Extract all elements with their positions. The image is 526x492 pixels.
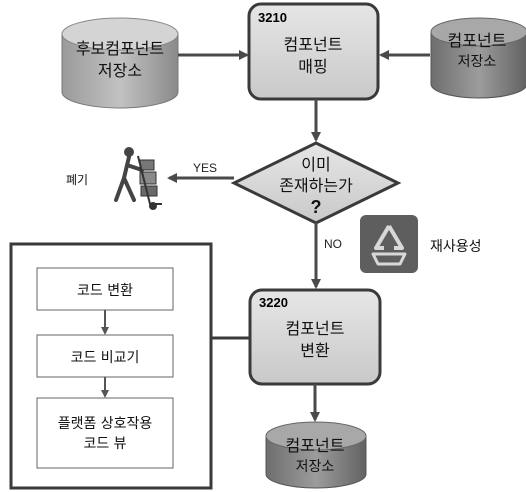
edge-no-label: NO bbox=[324, 237, 342, 251]
candidate-repository-label-2: 저장소 bbox=[98, 61, 142, 80]
exists-decision-diamond: 이미 존재하는가 ? bbox=[230, 141, 402, 225]
candidate-repository-cylinder: 후보컴포넌트 저장소 bbox=[61, 17, 179, 109]
transform-detail-panel: 코드 변환 코드 비교기 플랫폼 상호작용 코드 뷰 bbox=[9, 242, 213, 490]
component-mapping-box: 3210 컴포넌트 매핑 bbox=[247, 2, 380, 101]
component-mapping-label-2: 매핑 bbox=[298, 57, 327, 76]
component-repository-bottom-label-1: 컴포넌트 bbox=[286, 436, 345, 455]
step-platform-interaction-label-1: 플랫폼 상호작용 bbox=[58, 416, 153, 432]
component-mapping-label-1: 컴포넌트 bbox=[284, 35, 343, 54]
decision-label-2: 존재하는가 bbox=[279, 176, 353, 195]
decision-label-1: 이미 bbox=[301, 155, 330, 174]
hand-truck-icon bbox=[114, 147, 162, 210]
candidate-repository-label-1: 후보컴포넌트 bbox=[76, 39, 164, 58]
component-transform-label-1: 컴포넌트 bbox=[286, 319, 345, 338]
component-transform-id: 3220 bbox=[259, 295, 288, 310]
step-code-comparator bbox=[36, 334, 174, 378]
component-repository-top-label-1: 컴포넌트 bbox=[448, 31, 507, 50]
component-mapping-id: 3210 bbox=[258, 10, 287, 25]
step-code-transform bbox=[36, 267, 174, 311]
step-code-transform-label: 코드 변환 bbox=[77, 283, 133, 299]
reuse-label: 재사용성 bbox=[430, 239, 482, 255]
recycle-icon bbox=[360, 215, 418, 273]
edge-yes-label: YES bbox=[193, 161, 217, 175]
decision-question-mark: ? bbox=[311, 197, 322, 217]
discard-label: 폐기 bbox=[66, 173, 88, 187]
component-transform-box: 3220 컴포넌트 변환 bbox=[248, 288, 382, 386]
step-platform-interaction bbox=[36, 397, 174, 469]
component-transform-label-2: 변환 bbox=[300, 341, 330, 360]
component-repository-top-cylinder: 컴포넌트 저장소 bbox=[430, 17, 526, 99]
component-repository-bottom-cylinder: 컴포넌트 저장소 bbox=[265, 421, 367, 489]
component-repository-bottom-label-2: 저장소 bbox=[296, 459, 335, 475]
step-platform-interaction-label-2: 코드 뷰 bbox=[83, 436, 126, 452]
step-code-comparator-label: 코드 비교기 bbox=[71, 350, 140, 366]
component-repository-top-label-2: 저장소 bbox=[458, 54, 497, 70]
